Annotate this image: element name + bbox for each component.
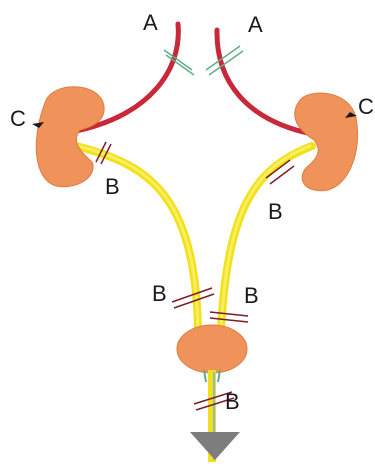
label-b-left-kidney: B xyxy=(105,174,120,199)
label-a-left: A xyxy=(143,10,158,35)
label-b-left-lower: B xyxy=(152,281,167,306)
label-a-right: A xyxy=(248,12,263,37)
right-lower-nerve-mark xyxy=(210,312,248,322)
label-b-right-lower: B xyxy=(244,283,259,308)
right-kidney xyxy=(295,93,358,191)
label-c-left: C xyxy=(10,106,26,131)
label-c-right: C xyxy=(358,94,374,119)
left-ureter-inner xyxy=(78,146,198,350)
label-b-urethra: B xyxy=(225,389,240,414)
right-ureter xyxy=(220,146,312,350)
output-funnel xyxy=(190,432,240,460)
bladder xyxy=(177,325,247,373)
left-kidney xyxy=(36,87,104,187)
label-b-right-kidney: B xyxy=(268,199,283,224)
left-ureter xyxy=(76,146,198,350)
